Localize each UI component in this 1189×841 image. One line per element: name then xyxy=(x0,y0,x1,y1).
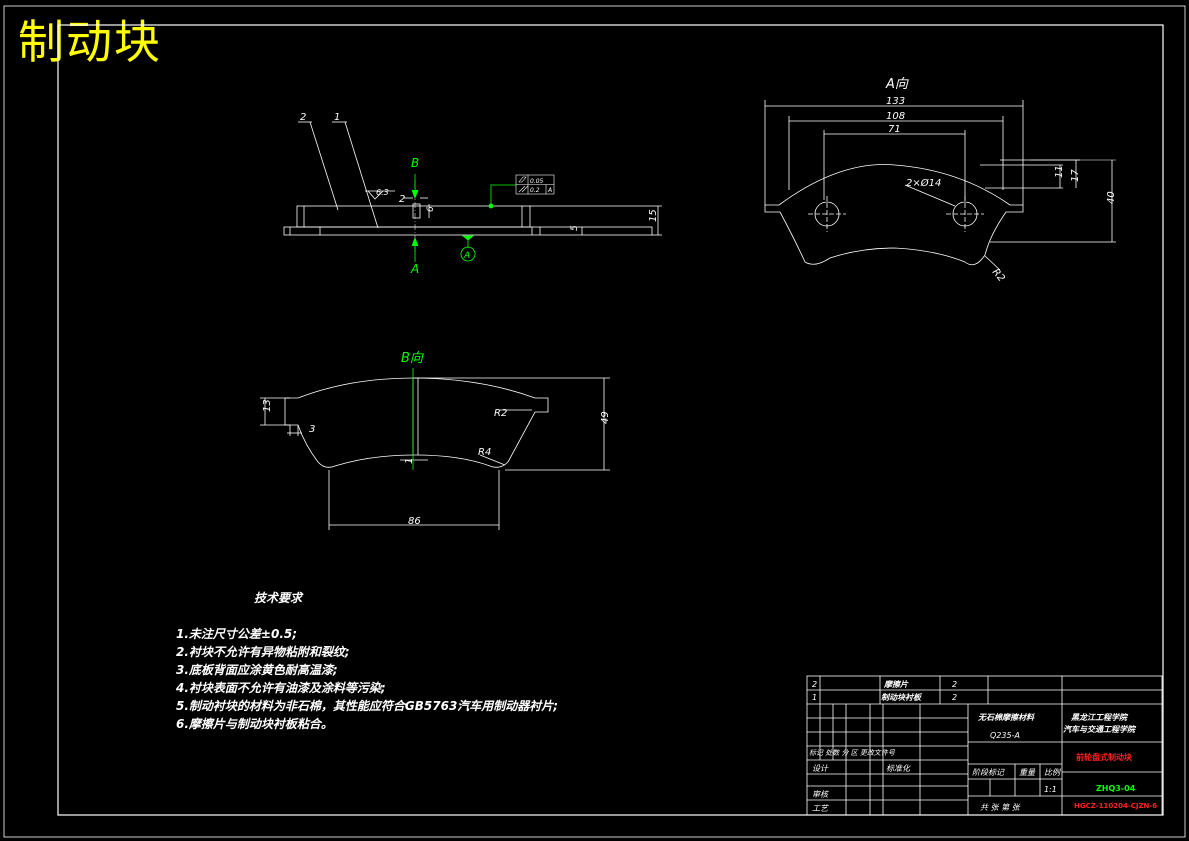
radius-r2-b: R2 xyxy=(494,408,507,419)
tol-parallel: 0.2 xyxy=(530,187,540,194)
dim-71: 71 xyxy=(888,124,901,135)
material-1: 无石棉摩擦材料 xyxy=(977,713,1035,722)
holes-callout: 2×Ø14 xyxy=(906,177,941,189)
drawing-code-2: HGCZ-110204-CJZN-6 xyxy=(1074,802,1157,810)
tol-flatness: 0.05 xyxy=(530,178,544,185)
dim-3: 3 xyxy=(309,424,315,435)
radius-r2-a: R2 xyxy=(990,267,1007,284)
dim-49: 49 xyxy=(600,411,611,424)
bom-qty: 2 xyxy=(952,693,957,702)
label-weight: 重量 xyxy=(1019,768,1036,777)
part-label-1: 1 xyxy=(334,112,340,123)
dim-15: 15 xyxy=(648,209,659,222)
drawing-code: ZHQ3-04 xyxy=(1096,784,1136,793)
revision-labels: 标记 处数 分 区 更改文件号 xyxy=(809,749,896,757)
view-b-drawing xyxy=(260,377,610,530)
tech-item: 4.衬块表面不允许有油漆及涂料等污染; xyxy=(175,681,386,695)
sheets: 共 张 第 张 xyxy=(980,803,1021,812)
tolerance-frame xyxy=(515,174,555,195)
bom-name: 制动块衬板 xyxy=(881,693,923,702)
part-label-2: 2 xyxy=(300,112,306,123)
scale-value: 1:1 xyxy=(1044,785,1057,794)
school-1: 黑龙江工程学院 xyxy=(1071,712,1129,722)
drawing-name: 前轮盘式制动块 xyxy=(1076,752,1133,762)
material-2: Q235-A xyxy=(990,731,1020,740)
roughness-value: 6.3 xyxy=(376,188,389,197)
tech-item: 5.制动衬块的材料为非石棉，其性能应符合GB5763汽车用制动器衬片; xyxy=(176,699,558,713)
bom-qty: 2 xyxy=(952,680,957,689)
bom-no: 1 xyxy=(812,693,817,702)
dim-86: 86 xyxy=(408,516,421,527)
tech-heading: 技术要求 xyxy=(254,591,304,605)
label-standardization: 标准化 xyxy=(886,764,911,773)
label-stage: 阶段标记 xyxy=(972,768,1005,777)
tech-item: 1.未注尺寸公差±0.5; xyxy=(176,627,297,641)
view-b-label: B向 xyxy=(401,351,424,366)
title-block-lines xyxy=(806,675,1163,816)
datum-label-a: A xyxy=(463,251,470,261)
bom-name: 摩擦片 xyxy=(883,680,909,689)
label-review: 审核 xyxy=(812,790,830,799)
drawing-title: 制动块 xyxy=(18,15,162,69)
tech-item: 3.底板背面应涂黄色耐高温漆; xyxy=(176,663,338,677)
dim-108: 108 xyxy=(886,111,905,122)
inner-border xyxy=(57,24,1164,816)
dim-13: 13 xyxy=(262,399,273,412)
dim-2: 2 xyxy=(399,194,405,205)
dim-6: 6 xyxy=(426,206,436,212)
arrow-label-a: A xyxy=(410,262,419,276)
tech-item: 6.摩擦片与制动块衬板粘合。 xyxy=(176,717,333,731)
dim-5: 5 xyxy=(570,225,580,231)
bom-no: 2 xyxy=(812,680,817,689)
school-2: 汽车与交通工程学院 xyxy=(1063,724,1137,734)
dim-40: 40 xyxy=(1106,191,1117,204)
view-a-label: A向 xyxy=(885,77,909,92)
label-process: 工艺 xyxy=(812,804,829,813)
main-side-view xyxy=(283,121,662,258)
dim-17: 17 xyxy=(1070,169,1081,182)
dim-1: 1 xyxy=(404,458,415,464)
main-view-arrows xyxy=(411,174,516,262)
dim-133: 133 xyxy=(886,96,905,107)
view-a-drawing xyxy=(764,100,1116,271)
outer-border xyxy=(3,5,1186,838)
label-scale: 比例 xyxy=(1044,768,1062,777)
tech-item: 2.衬块不允许有异物粘附和裂纹; xyxy=(176,645,350,659)
tol-datum: A xyxy=(547,187,552,194)
arrow-label-b: B xyxy=(411,156,419,170)
radius-r4-b: R4 xyxy=(478,447,491,458)
dim-11: 11 xyxy=(1054,165,1065,178)
label-design: 设计 xyxy=(812,764,829,773)
